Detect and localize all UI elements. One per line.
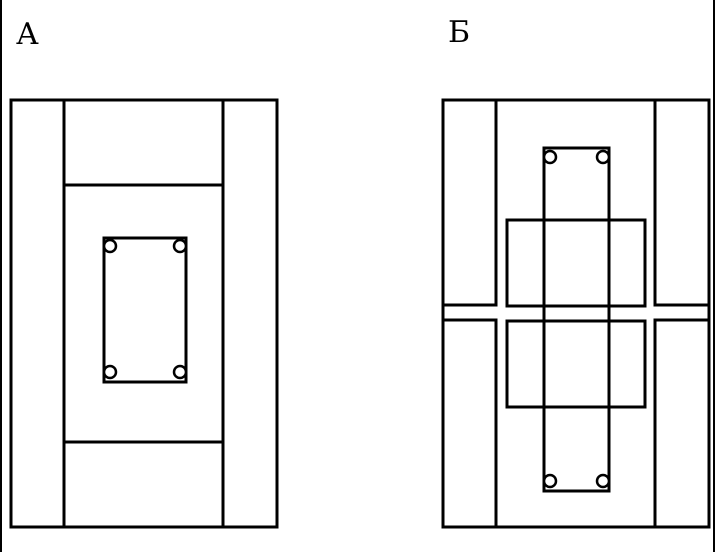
panel-b-hole-top-right [595, 149, 611, 165]
panel-a-hole-top-left [102, 238, 118, 254]
panel-a-hole-bottom-right [172, 364, 188, 380]
panel-a-hole-top-right [172, 238, 188, 254]
panel-a-label: А [16, 17, 39, 52]
panel-a [9, 98, 279, 529]
panel-b-label: Б [448, 15, 471, 50]
panel-b-inner-piece [542, 146, 611, 493]
panel-a-frame [9, 98, 279, 529]
panel-b-frame [441, 98, 711, 529]
panel-b [441, 98, 711, 529]
panel-b-hole-bottom-left [542, 473, 558, 489]
panel-b-hole-top-left [542, 149, 558, 165]
panel-a-inner-piece [102, 236, 188, 384]
panel-b-lower-block [505, 319, 647, 409]
panel-b-hole-bottom-right [595, 473, 611, 489]
panel-b-upper-block [505, 218, 647, 308]
panel-a-hole-bottom-left [102, 364, 118, 380]
